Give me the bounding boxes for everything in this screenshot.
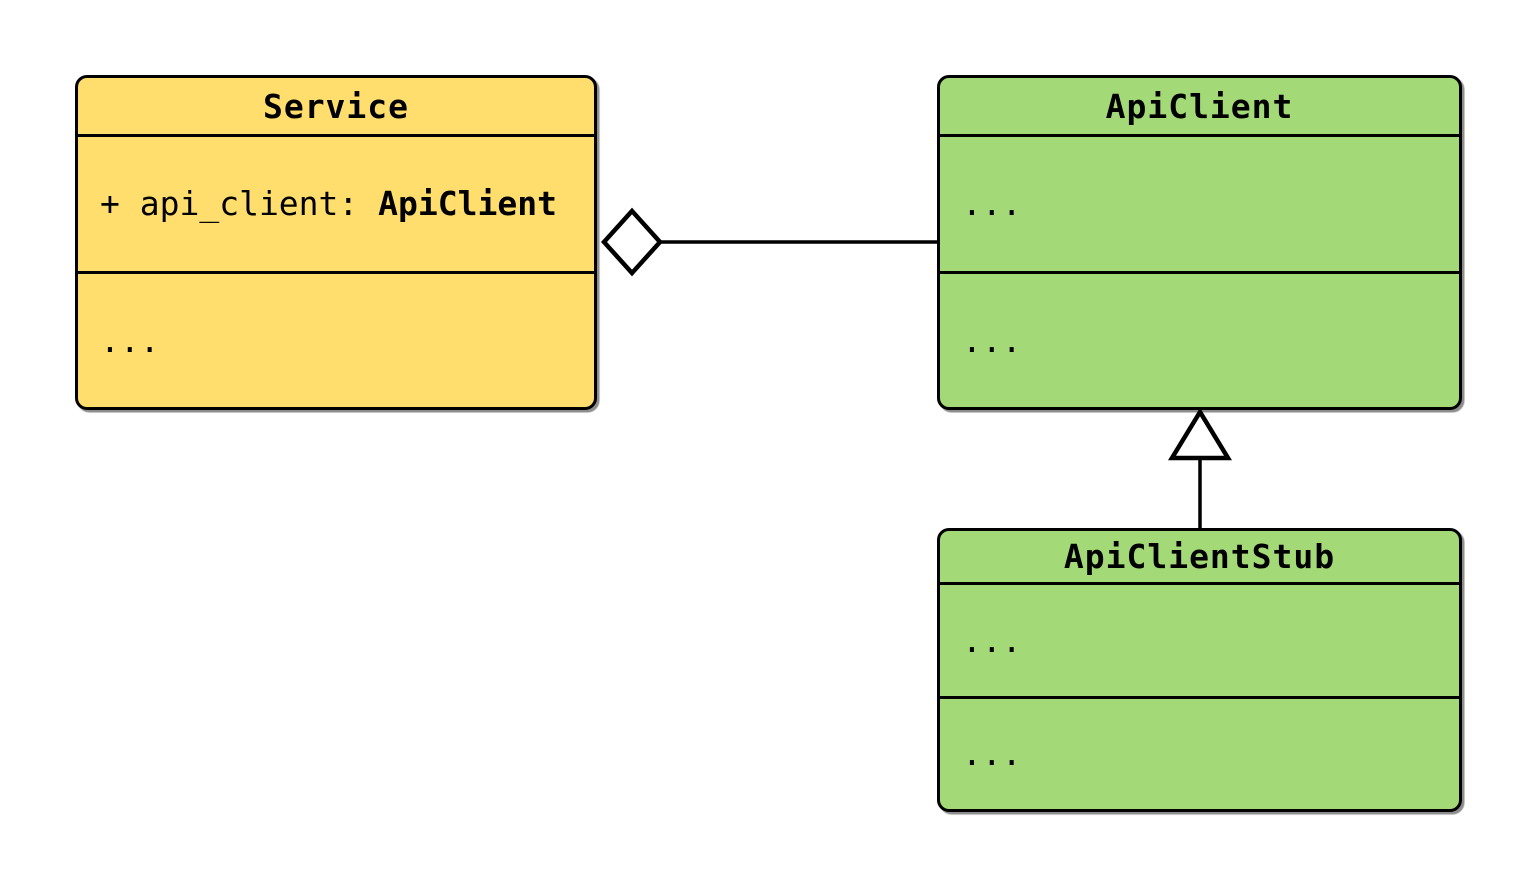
class-title-service: Service: [78, 78, 594, 137]
attribute-type: ApiClient: [378, 184, 557, 224]
class-attributes-service: + api_client: ApiClient: [78, 137, 594, 271]
class-attributes-api-client-stub: ...: [940, 585, 1459, 696]
methods-placeholder: ...: [962, 734, 1022, 774]
class-methods-service: ...: [78, 270, 594, 408]
class-box-service: Service + api_client: ApiClient ...: [75, 75, 597, 410]
attribute-prefix: + api_client:: [100, 184, 379, 224]
class-methods-api-client: ...: [940, 270, 1459, 408]
aggregation-diamond-icon: [600, 207, 664, 277]
methods-placeholder: ...: [100, 320, 160, 360]
attribute-api-client: + api_client: ApiClient: [100, 184, 557, 223]
inheritance-triangle-icon: [1167, 407, 1233, 461]
class-box-api-client-stub: ApiClientStub ... ...: [937, 528, 1462, 812]
class-methods-api-client-stub: ...: [940, 695, 1459, 810]
methods-placeholder: ...: [962, 320, 1022, 360]
class-box-api-client: ApiClient ... ...: [937, 75, 1462, 410]
class-title-api-client-stub: ApiClientStub: [940, 531, 1459, 585]
class-title-api-client: ApiClient: [940, 78, 1459, 137]
attributes-placeholder: ...: [962, 184, 1022, 224]
class-attributes-api-client: ...: [940, 137, 1459, 271]
attributes-placeholder: ...: [962, 620, 1022, 660]
